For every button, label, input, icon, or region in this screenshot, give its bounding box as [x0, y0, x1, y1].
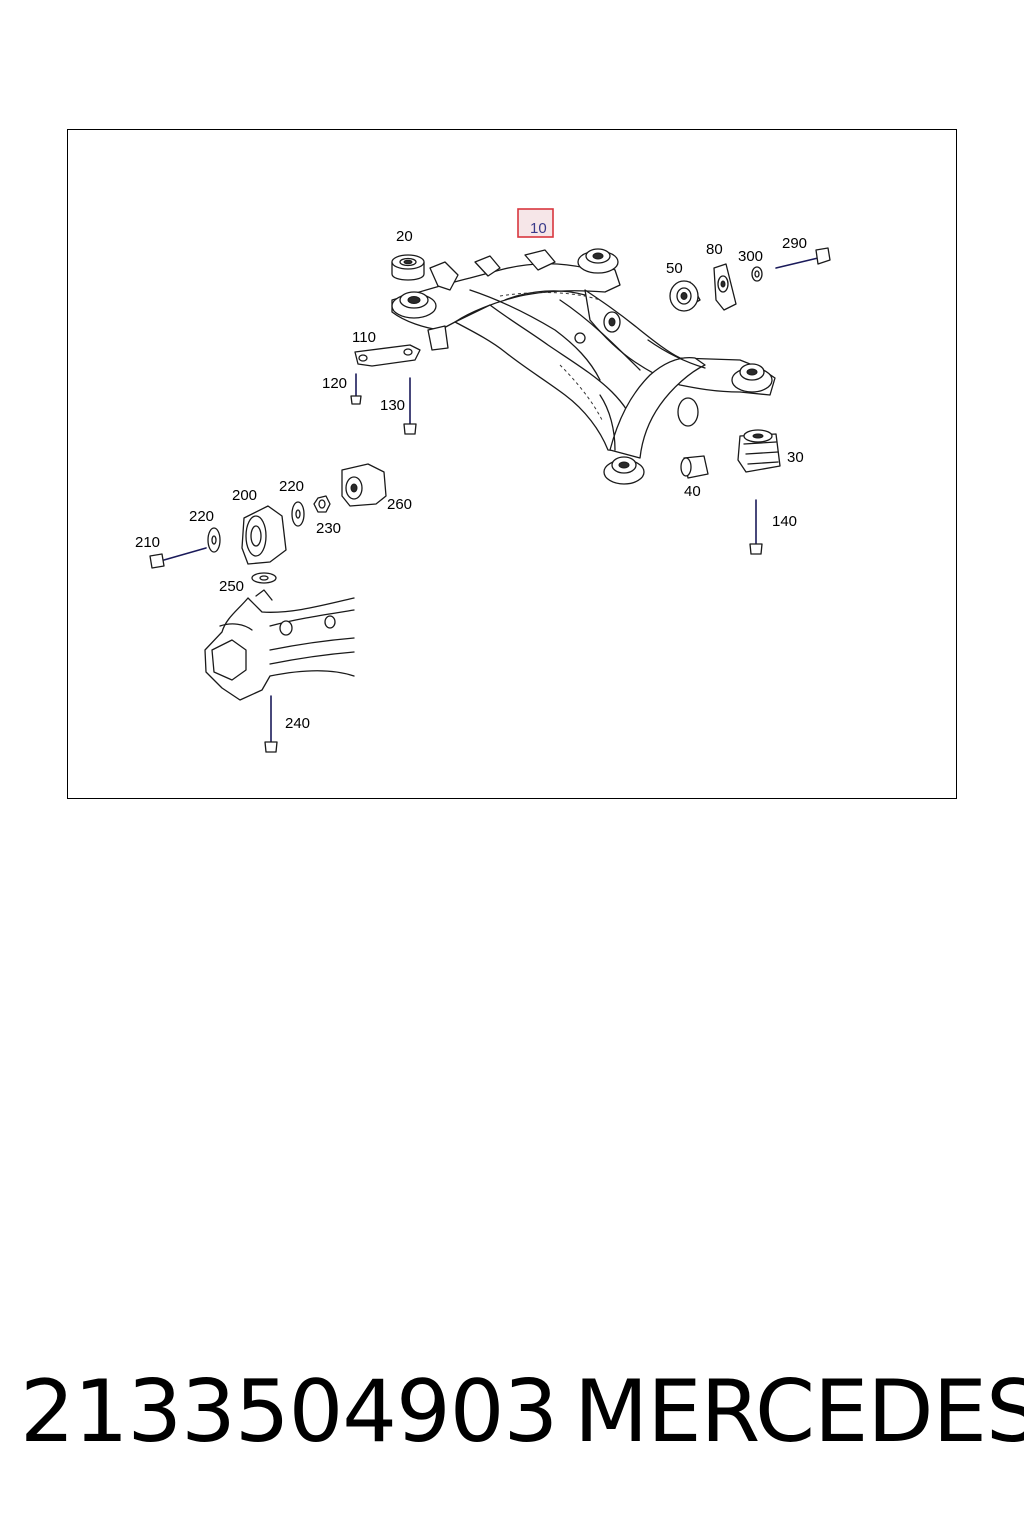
callout-30[interactable]: 30	[787, 449, 804, 466]
callout-80[interactable]: 80	[706, 241, 723, 258]
part-number: 2133504903	[20, 1362, 558, 1462]
callout-110[interactable]: 110	[352, 329, 376, 346]
callout-240[interactable]: 240	[285, 715, 310, 732]
callout-260[interactable]: 260	[387, 496, 412, 513]
part-80-bracket	[713, 263, 737, 311]
part-300-washer	[751, 266, 763, 282]
part-120-bolt	[350, 373, 362, 405]
callout-220-left[interactable]: 220	[189, 508, 214, 525]
part-130-bolt	[403, 377, 417, 435]
callout-140[interactable]: 140	[772, 513, 797, 530]
part-220-washer-b	[207, 527, 221, 553]
callout-10[interactable]: 10	[530, 220, 547, 237]
rear-subframe	[391, 248, 776, 485]
parts-diagram: 10 20 30 40 50 80 110 120 130 140 200 21…	[135, 208, 831, 753]
callout-250[interactable]: 250	[219, 578, 244, 595]
callout-220-right[interactable]: 220	[279, 478, 304, 495]
part-110-bracket	[354, 344, 421, 367]
part-40-bushing	[680, 455, 709, 479]
highlight-box	[517, 208, 554, 238]
callout-120[interactable]: 120	[322, 375, 347, 392]
part-220-washer-a	[291, 501, 305, 527]
part-20-bushing	[391, 254, 425, 281]
diagram-frame	[67, 129, 957, 799]
callout-300[interactable]: 300	[738, 248, 763, 265]
part-260-mount	[341, 463, 387, 507]
part-140-bolt	[749, 499, 763, 555]
callout-290[interactable]: 290	[782, 235, 807, 252]
callout-40[interactable]: 40	[684, 483, 701, 500]
part-210-bolt	[149, 547, 207, 569]
part-250-washer	[251, 572, 277, 584]
part-240-bolt	[264, 695, 278, 753]
callout-200[interactable]: 200	[232, 487, 257, 504]
callout-210[interactable]: 210	[135, 534, 160, 551]
callout-50[interactable]: 50	[666, 260, 683, 277]
part-290-bolt	[775, 247, 831, 269]
callout-20[interactable]: 20	[396, 228, 413, 245]
part-30-mount	[737, 429, 781, 473]
callout-130[interactable]: 130	[380, 397, 405, 414]
differential-housing	[204, 589, 355, 701]
part-200-mount	[241, 505, 287, 565]
callout-230[interactable]: 230	[316, 520, 341, 537]
part-50-bushing	[669, 280, 701, 312]
part-230-nut	[313, 495, 331, 513]
brand-name: MERCEDES	[574, 1362, 1024, 1462]
